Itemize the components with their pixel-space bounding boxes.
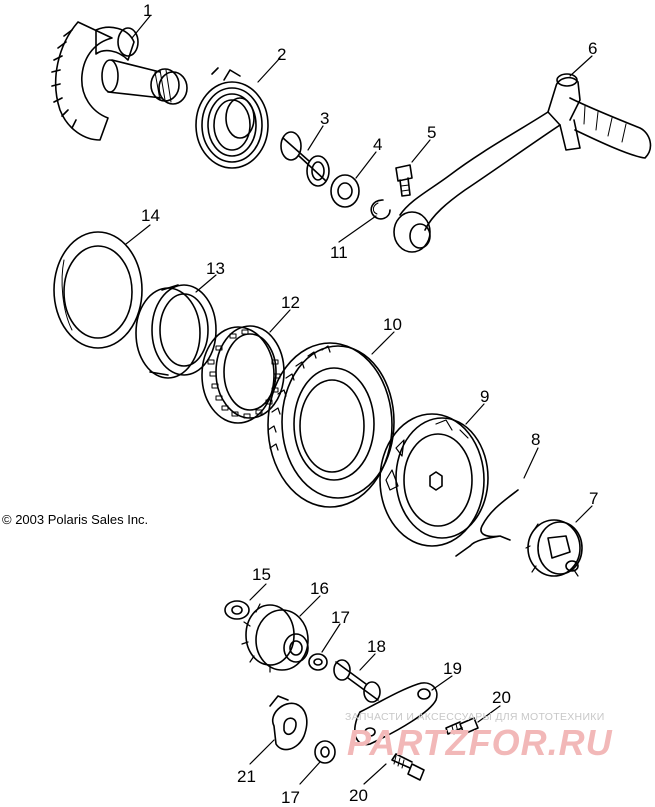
- part-11-circlip: [370, 199, 391, 220]
- callout-1: 1: [143, 1, 153, 20]
- part-17-washer-upper: [308, 653, 328, 671]
- callout-2: 2: [277, 45, 287, 64]
- part-10-driven-gear: [267, 342, 395, 508]
- callout-17-lower: 17: [281, 788, 300, 807]
- callout-21: 21: [237, 767, 256, 786]
- callout-8: 8: [531, 430, 541, 449]
- part-7-gear-nut: [525, 519, 583, 577]
- part-2-spring: [195, 67, 269, 169]
- part-19-bracket: [354, 682, 438, 746]
- copyright-notice: © 2003 Polaris Sales Inc.: [2, 512, 149, 527]
- part-20-screw-upper: [445, 717, 479, 735]
- part-20-screw-lower: [391, 753, 425, 781]
- part-15-washer: [224, 600, 250, 620]
- callout-10: 10: [383, 315, 402, 334]
- callout-15: 15: [252, 565, 271, 584]
- part-16-idler-gear: [241, 603, 309, 673]
- callout-13: 13: [206, 259, 225, 278]
- part-21-link-plate: [269, 695, 308, 751]
- callout-12: 12: [281, 293, 300, 312]
- leader-lines: [125, 15, 593, 785]
- part-8-spring-clip: [455, 489, 519, 557]
- callout-6: 6: [588, 39, 598, 58]
- callout-17-upper: 17: [331, 608, 350, 627]
- callout-16: 16: [310, 579, 329, 598]
- callout-7: 7: [589, 489, 599, 508]
- part-5-bolt: [395, 164, 413, 197]
- callout-14: 14: [141, 206, 160, 225]
- part-1-kick-spindle: [51, 21, 188, 141]
- part-12-needle-bearing: [201, 325, 285, 424]
- callout-9: 9: [480, 387, 490, 406]
- part-17-washer-lower: [314, 740, 336, 764]
- part-14-ring: [53, 231, 143, 349]
- part-6-kick-lever: [393, 73, 652, 253]
- part-18-shaft: [333, 659, 381, 703]
- callout-18: 18: [367, 637, 386, 656]
- callout-20-upper: 20: [492, 688, 511, 707]
- callout-19: 19: [443, 659, 462, 678]
- part-13-bearing: [135, 284, 217, 379]
- callout-4: 4: [373, 135, 383, 154]
- callout-20-lower: 20: [349, 786, 368, 805]
- part-9-clutch-housing: [379, 413, 489, 547]
- callout-3: 3: [320, 109, 330, 128]
- watermark-tagline: ЗАПЧАСТИ И АКСЕССУАРЫ ДЛЯ МОТОТЕХНИКИ: [345, 711, 605, 723]
- callout-11: 11: [330, 243, 348, 262]
- watermark-brand: PARTZFOR.RU: [347, 722, 613, 763]
- part-4-washer: [330, 174, 360, 208]
- callout-5: 5: [427, 123, 437, 142]
- part-3-sleeve: [280, 131, 330, 187]
